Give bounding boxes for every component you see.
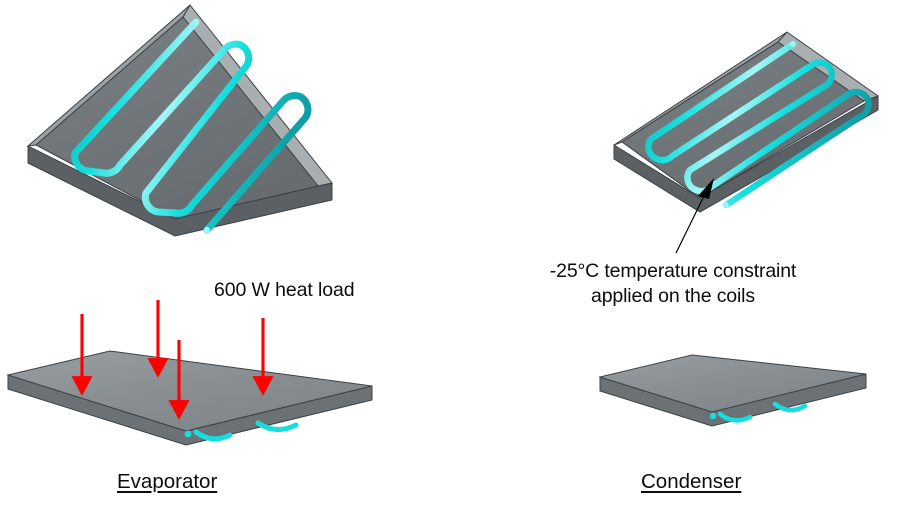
coil-outlet-cap [203,226,211,234]
constraint-line-1: -25°C temperature constraint [549,260,797,282]
coil-stubs-evaporator [184,420,299,442]
evaporator-flat-plate [6,350,373,446]
condenser-caption: Condenser [641,470,742,493]
evaporator-serpentine-coil [71,18,312,234]
coil-outlet-cap-r [723,202,729,208]
condenser-coil-plate [613,31,880,213]
evaporator-coil-plate [26,4,333,237]
leader-arrowhead-icon [698,178,714,199]
condenser-flat-plate [598,354,867,427]
constraint-line-2: applied on the coils [591,284,755,307]
heat-load-label: 600 W heat load [214,279,355,301]
coil-inlet-cap [192,18,200,26]
flat-plate-top-face-r [598,354,867,413]
heat-load-arrows [71,300,274,420]
flat-plate-top-face [6,350,373,432]
coil-inlet-cap-r [790,41,796,47]
plate-top-face-r [621,41,865,199]
leader-line [675,191,707,254]
condenser-serpentine-coil [645,40,872,209]
temperature-constraint-leader [675,178,714,254]
evaporator-caption: Evaporator [117,470,218,493]
plate-top-face [35,16,319,220]
coil-stubs-condenser [709,401,808,423]
